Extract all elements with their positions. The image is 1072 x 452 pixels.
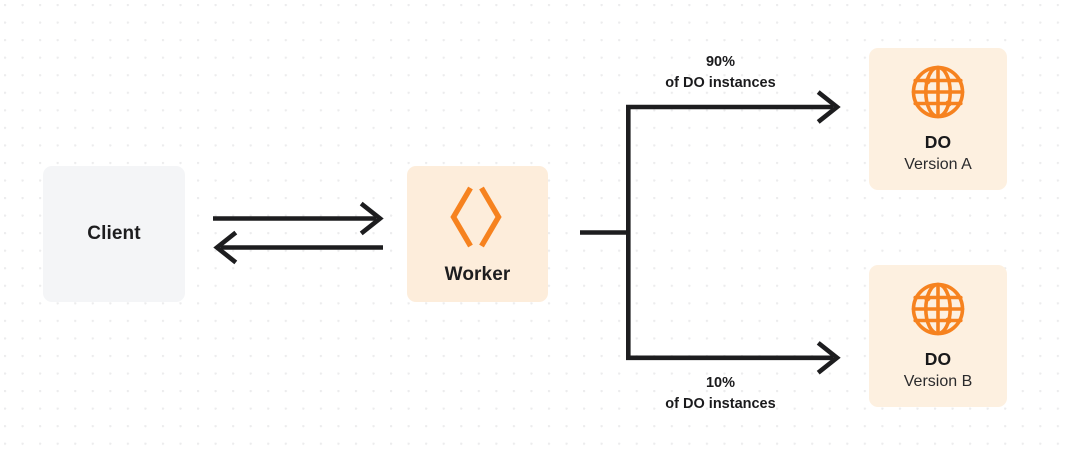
arrow-worker-to-do-b xyxy=(626,341,841,375)
arrow-worker-to-client xyxy=(213,230,383,265)
edge-label-do-a-percent: 90% xyxy=(705,54,736,70)
node-do-a-label: DO xyxy=(924,131,952,152)
node-client[interactable]: Client xyxy=(43,166,185,302)
globe-icon xyxy=(909,280,967,338)
node-do-b-sublabel: Version B xyxy=(903,373,973,391)
arrow-client-to-worker xyxy=(213,201,384,236)
node-worker[interactable]: Worker xyxy=(407,166,548,302)
edge-label-do-b-percent: 10% xyxy=(705,375,736,391)
node-do-version-a[interactable]: DO Version A xyxy=(869,48,1007,190)
globe-icon xyxy=(909,63,967,121)
cloudflare-workers-icon xyxy=(447,182,509,252)
node-do-version-b[interactable]: DO Version B xyxy=(869,265,1007,407)
node-do-b-label: DO xyxy=(924,348,952,369)
edge-label-do-b-caption: of DO instances xyxy=(665,396,776,413)
edge-label-do-a-caption: of DO instances xyxy=(665,75,776,92)
node-client-label: Client xyxy=(87,223,141,245)
node-worker-label: Worker xyxy=(444,264,511,286)
node-do-a-sublabel: Version A xyxy=(904,156,972,174)
arrow-worker-to-do-a xyxy=(626,90,841,124)
edge-label-do-a: 90% of DO instances xyxy=(618,52,823,94)
edge-label-do-b: 10% of DO instances xyxy=(618,373,823,415)
